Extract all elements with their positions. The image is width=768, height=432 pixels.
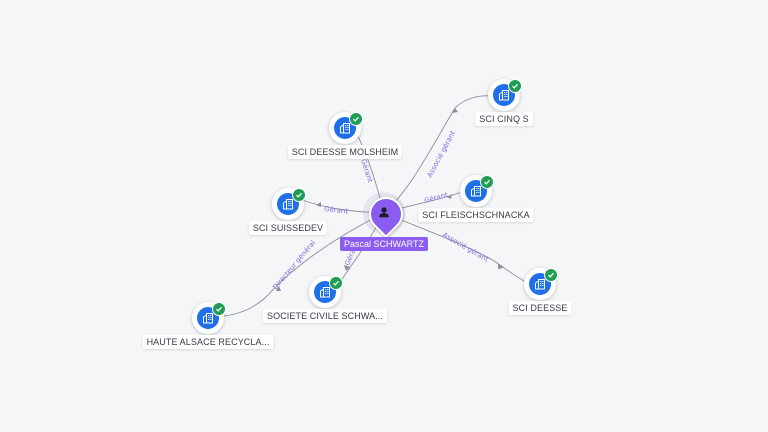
check-badge-icon: [480, 175, 494, 189]
edge-arrow: [498, 263, 503, 269]
edge-sci-cinq-s: [383, 95, 491, 214]
check-badge-icon: [292, 188, 306, 202]
check-badge-icon: [544, 268, 558, 282]
edge-arrow: [316, 202, 321, 207]
edge-label-sci-deesse: Associé gérant: [441, 231, 490, 264]
company-label: SCI FLEISCHSCHNACKA: [418, 208, 534, 222]
edge-haute-alsace-recycla: [223, 212, 385, 317]
edge-sci-deesse: [383, 212, 527, 283]
edge-label-sci-suissedev: Gérant: [324, 205, 349, 215]
check-badge-icon: [329, 276, 343, 290]
check-badge-icon: [212, 302, 226, 316]
edge-arrow: [276, 286, 281, 291]
edge-arrow: [447, 194, 452, 199]
edge-arrow: [452, 108, 458, 113]
company-label: SOCIETE CIVILE SCHWA...: [263, 309, 387, 323]
company-label: HAUTE ALSACE RECYCLA...: [142, 335, 274, 349]
person-name-label: Pascal SCHWARTZ: [339, 237, 429, 251]
check-badge-icon: [349, 112, 363, 126]
edge-arrow: [344, 265, 350, 271]
edge-label-sci-cinq-s: Associé gérant: [426, 129, 457, 179]
company-label: SCI CINQ S: [475, 112, 533, 126]
check-badge-icon: [508, 79, 522, 93]
company-label: SCI DEESSE MOLSHEIM: [287, 145, 403, 159]
company-label: SCI DEESSE: [508, 301, 572, 315]
company-label: SCI SUISSEDEV: [248, 221, 328, 235]
edge-label-sci-fleischschnacka: Gérant: [423, 191, 449, 205]
person-icon: [379, 207, 389, 218]
